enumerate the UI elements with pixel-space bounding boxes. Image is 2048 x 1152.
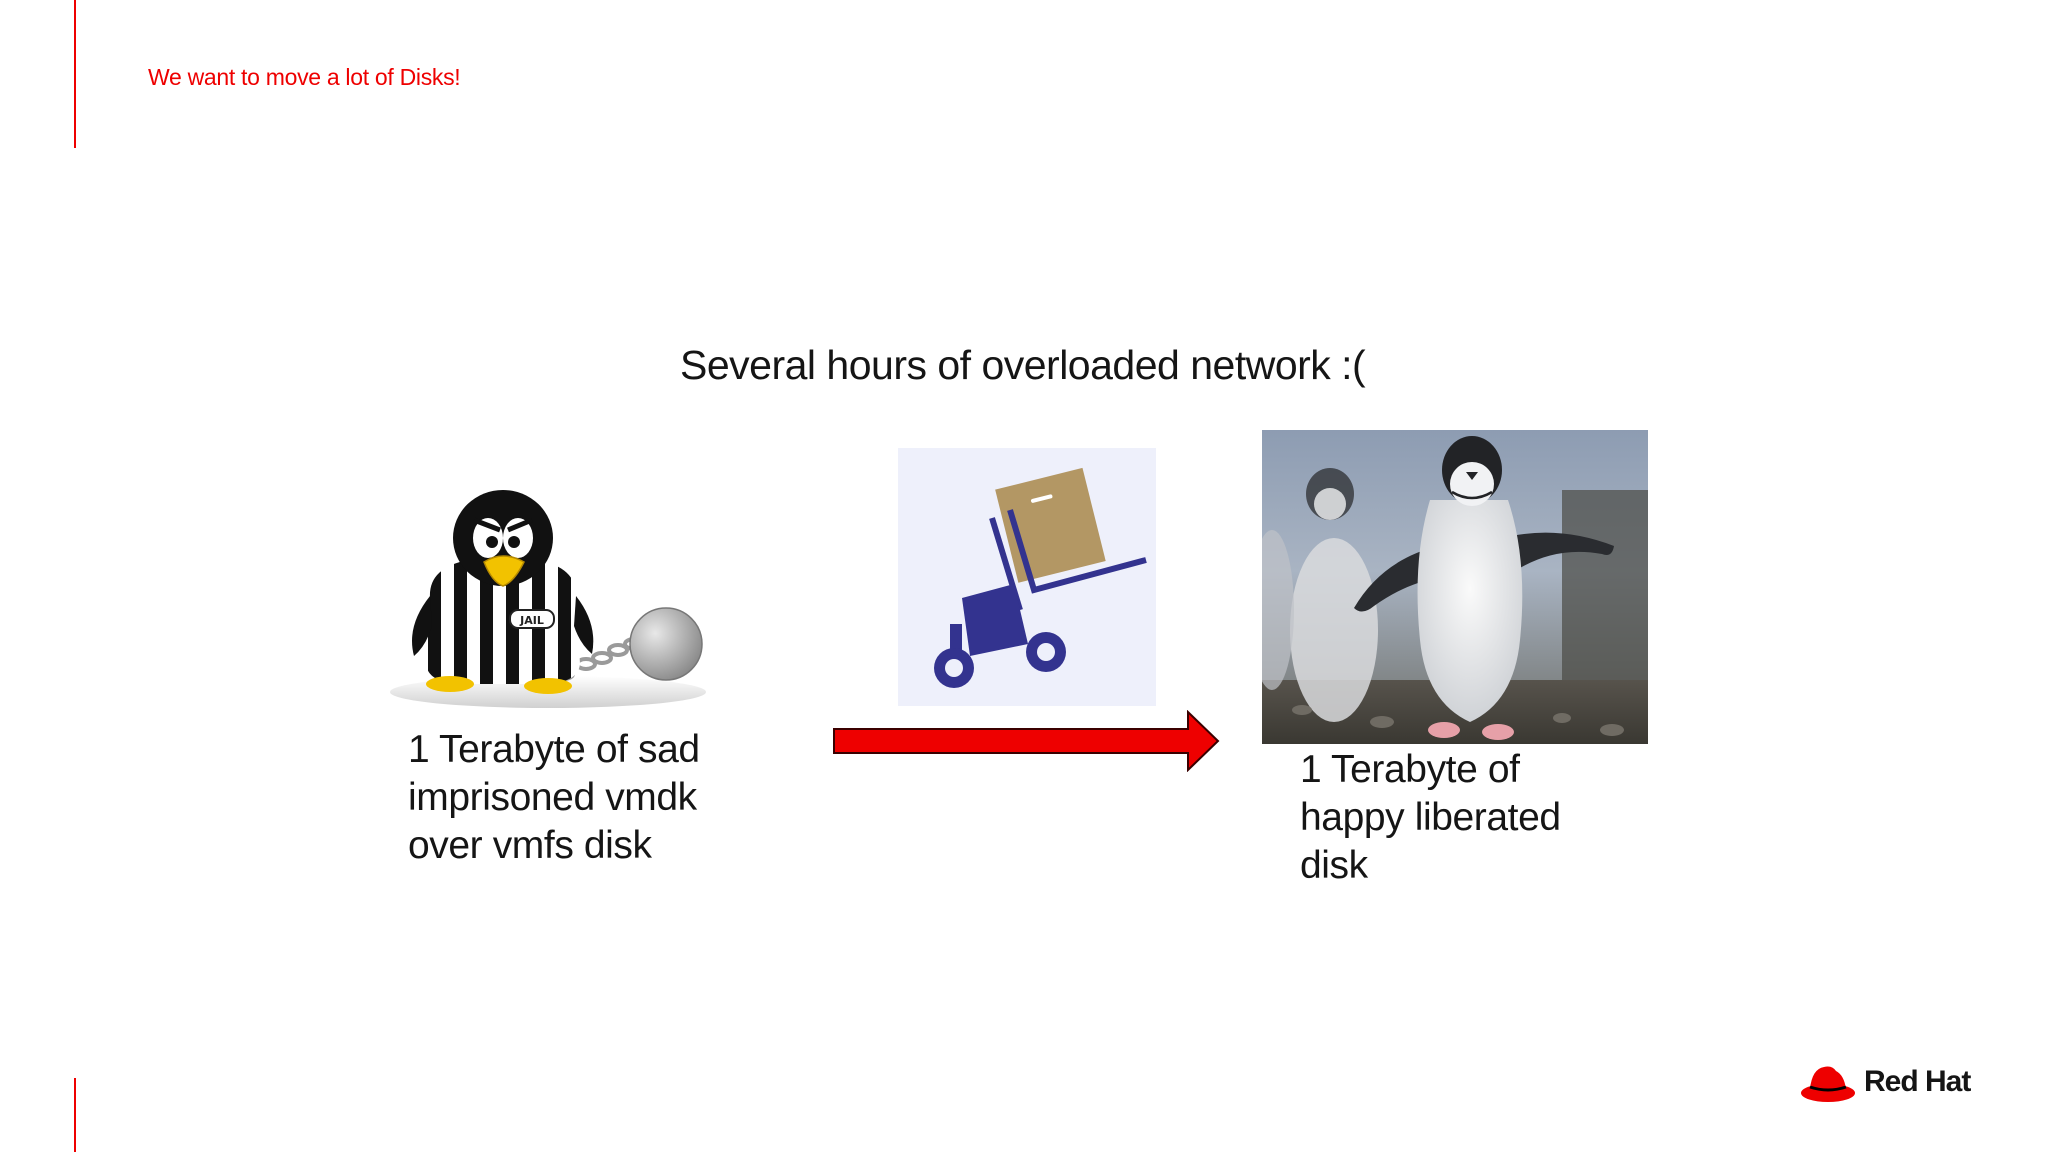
happy-penguins-photo [1262, 430, 1648, 744]
red-hat-logo: Red Hat [1800, 1060, 1971, 1104]
accent-rule-top [74, 0, 76, 148]
right-caption-line: happy liberated [1300, 796, 1561, 839]
jail-badge-label: JAIL [519, 614, 544, 627]
right-caption: 1 Terabyte of happy liberated disk [1300, 746, 1561, 890]
right-caption-line: disk [1300, 844, 1368, 887]
left-caption-line: 1 Terabyte of sad [408, 728, 700, 771]
left-caption-line: imprisoned vmdk [408, 776, 697, 819]
headline: Several hours of overloaded network :( [680, 342, 1366, 388]
hand-truck-icon [898, 448, 1156, 706]
jailed-penguin-icon: JAIL [388, 486, 706, 712]
logo-text: Red Hat [1864, 1065, 1971, 1098]
left-caption-line: over vmfs disk [408, 824, 652, 867]
slide-title: We want to move a lot of Disks! [148, 64, 461, 90]
right-caption-line: 1 Terabyte of [1300, 748, 1520, 791]
left-caption: 1 Terabyte of sad imprisoned vmdk over v… [408, 726, 700, 870]
accent-rule-bottom [74, 1078, 76, 1152]
red-hat-fedora-icon [1801, 1066, 1855, 1102]
right-arrow-icon [833, 710, 1220, 772]
